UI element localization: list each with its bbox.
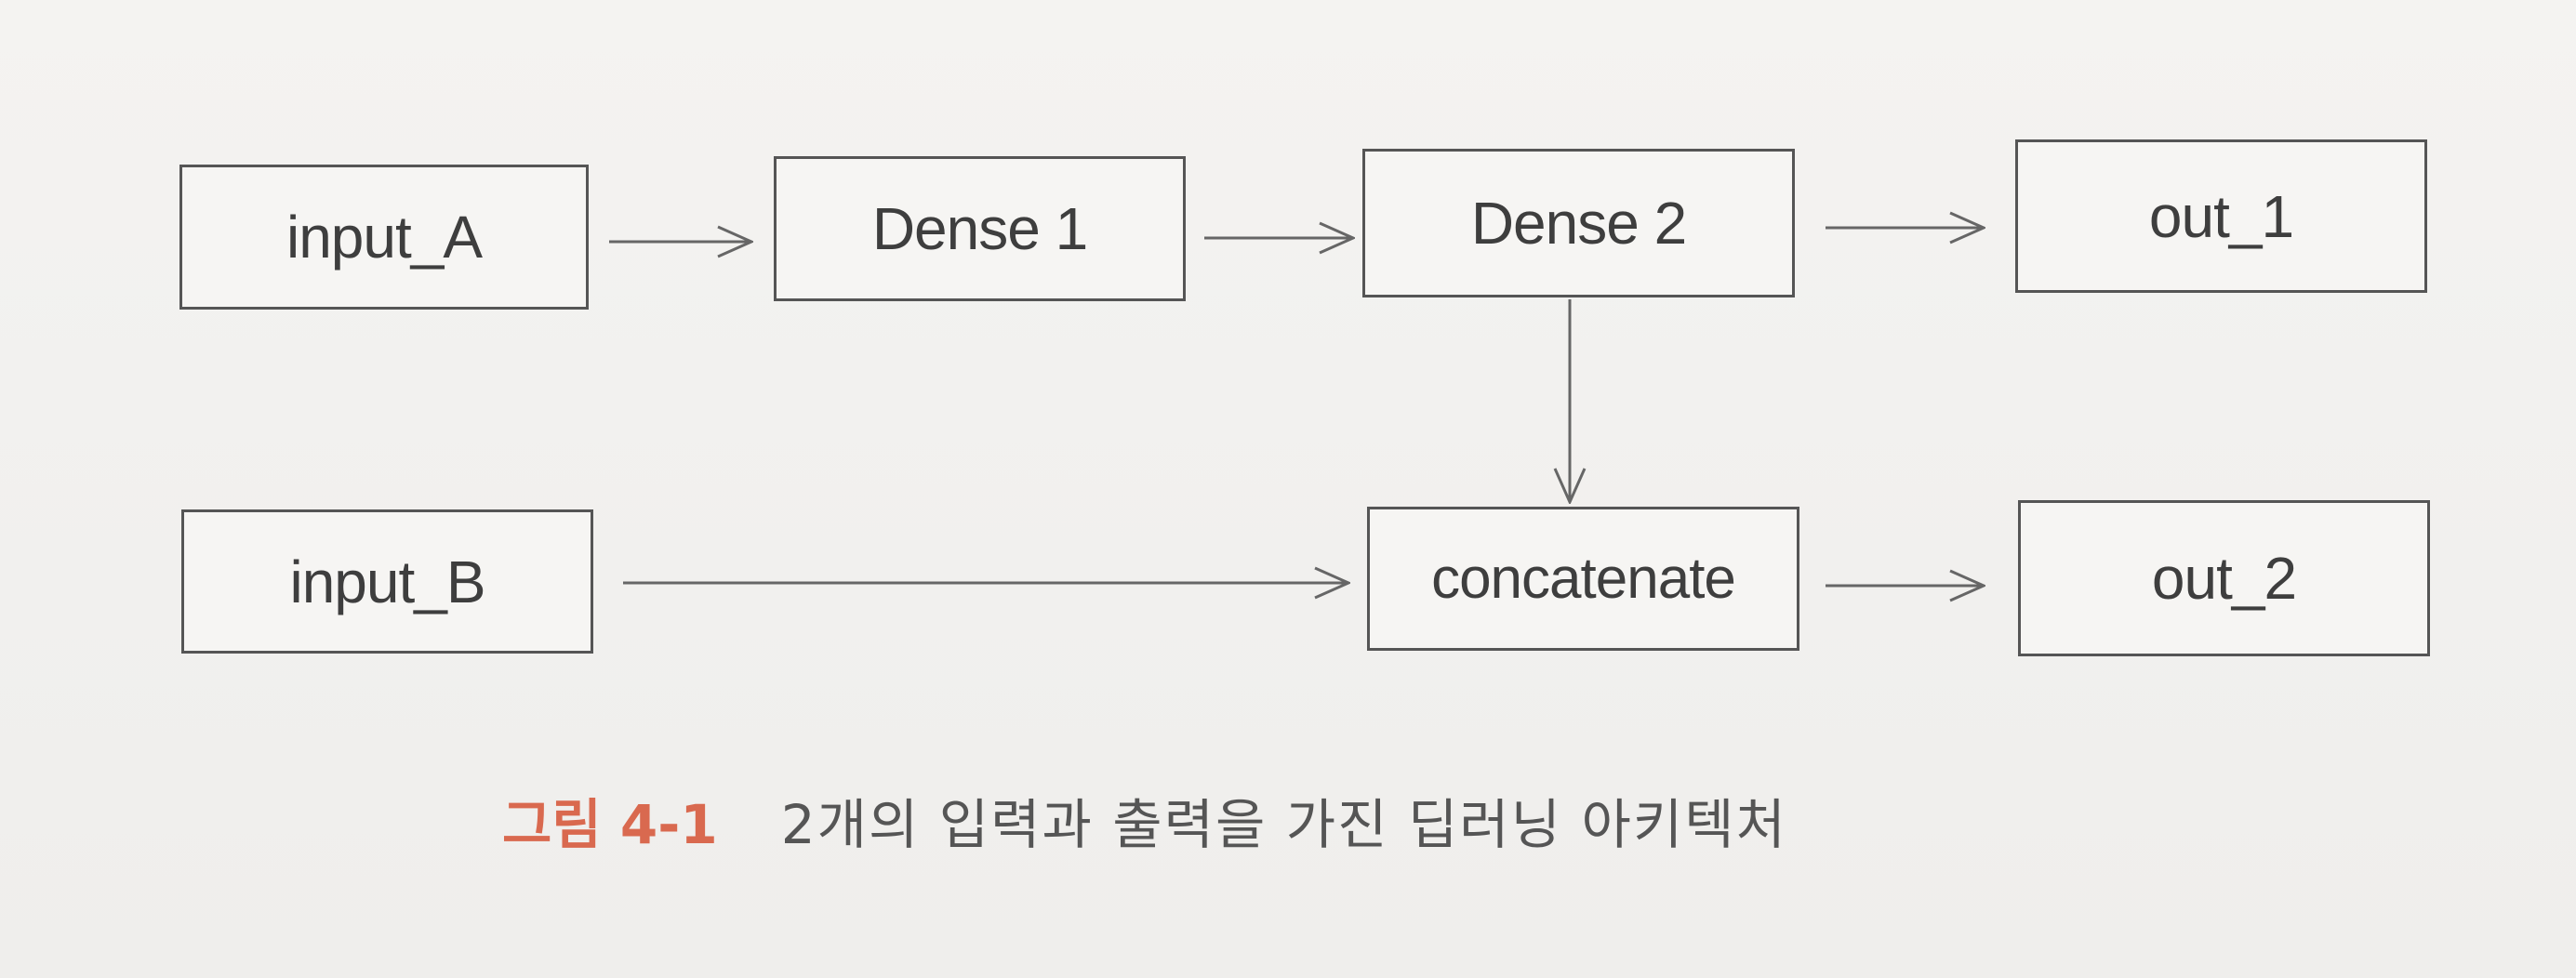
node-out-2-label: out_2 bbox=[2151, 545, 2297, 612]
node-concatenate-label: concatenate bbox=[1431, 547, 1736, 611]
node-out-2: out_2 bbox=[2018, 500, 2430, 656]
node-dense-2-label: Dense 2 bbox=[1470, 190, 1687, 257]
node-input-b-label: input_B bbox=[289, 548, 485, 615]
node-input-a-label: input_A bbox=[285, 204, 483, 271]
node-concatenate: concatenate bbox=[1367, 507, 1799, 651]
node-out-1: out_1 bbox=[2015, 139, 2427, 293]
node-dense-2: Dense 2 bbox=[1362, 149, 1795, 297]
node-out-1-label: out_1 bbox=[2148, 182, 2294, 250]
figure-caption: 그림 4-1 2개의 입력과 출력을 가진 딥러닝 아키텍처 bbox=[502, 773, 1787, 866]
caption-number: 그림 4-1 bbox=[502, 793, 718, 856]
caption-text: 2개의 입력과 출력을 가진 딥러닝 아키텍처 bbox=[780, 793, 1787, 856]
node-input-b: input_B bbox=[181, 509, 593, 654]
node-dense-1-label: Dense 1 bbox=[871, 195, 1088, 262]
node-dense-1: Dense 1 bbox=[774, 156, 1186, 301]
node-input-a: input_A bbox=[179, 165, 589, 310]
